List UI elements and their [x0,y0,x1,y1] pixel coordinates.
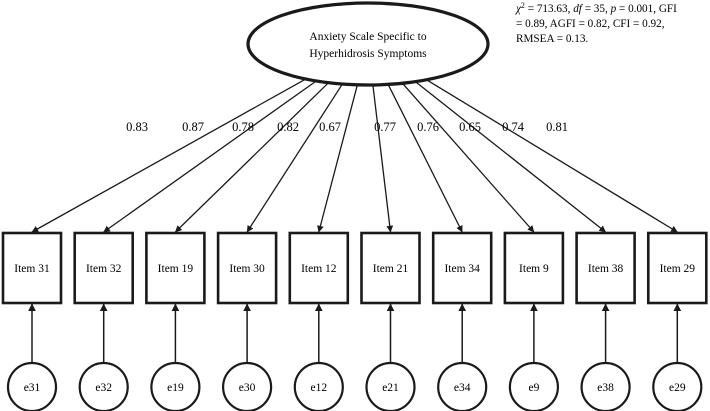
p-value-gfi: = 0.001, GFI [616,3,677,15]
error-circle-label-1: e31 [24,382,41,394]
item-box-3 [145,231,206,305]
loading-label-6: 0.77 [374,120,396,134]
error-circle-7 [437,361,488,411]
loading-label-10: 0.81 [546,120,568,134]
item-box-label-8: Item 9 [519,263,549,275]
error-circle-8 [508,361,559,411]
fit-statistics-block: χ2 = 713.63, df = 35, p = 0.001, GFI = 0… [515,1,677,45]
error-circle-3 [150,361,201,411]
chi-value: = 713.63, [525,3,573,15]
item-box-6 [360,231,421,305]
loading-path-4 [246,83,343,233]
loading-label-3: 0.78 [232,120,254,134]
error-circle-label-8: e9 [528,382,539,394]
loading-path-1 [31,78,307,233]
error-circle-9 [580,361,631,411]
chi-symbol: χ [515,3,522,15]
loading-label-8: 0.65 [459,120,481,134]
error-circle-10 [652,361,703,411]
error-circle-label-4: e30 [239,382,256,394]
item-box-label-6: Item 21 [373,263,409,275]
loading-labels-layer: 0.83 0.87 0.78 0.82 0.67 0.77 0.76 0.65 0.74 0.81 [126,120,568,134]
loading-label-9: 0.74 [502,120,525,134]
error-circle-label-7: e34 [454,382,471,394]
p-symbol: p [610,3,617,15]
error-circle-label-2: e32 [95,382,112,394]
latent-factor-label-line2: Hyperhidrosis Symptoms [309,48,427,60]
loading-label-1: 0.83 [126,120,148,134]
error-circle-label-3: e19 [167,382,184,394]
loading-paths-layer [31,78,678,233]
df-symbol: df [573,3,584,15]
fit-stat-line-2: = 0.89, AGFI = 0.82, CFI = 0.92, [516,18,665,30]
loading-path-7 [387,84,463,233]
error-circle-1 [6,361,58,411]
loading-path-9 [414,81,607,233]
item-box-label-10: Item 29 [660,263,696,275]
item-box-label-1: Item 31 [14,263,50,275]
chi-superscript: 2 [521,1,525,10]
loading-path-2 [103,80,317,233]
error-circle-label-9: e38 [597,382,614,394]
latent-factor-label-line1: Anxiety Scale Specific to [309,31,426,43]
fit-stat-line-3: RMSEA = 0.13. [516,33,588,45]
error-circle-label-5: e12 [310,382,327,394]
loading-label-2: 0.87 [182,120,204,134]
item-box-9 [575,231,636,305]
item-box-10 [646,231,708,305]
error-circle-2 [78,361,129,411]
item-box-label-5: Item 12 [301,263,337,275]
item-box-8 [503,231,565,305]
loading-path-3 [174,82,329,233]
error-terms-layer: e31 e32 e19 e30 e12 e21 e34 e9 e38 e29 [6,303,703,411]
loading-label-7: 0.76 [417,120,439,134]
item-box-label-2: Item 32 [86,263,122,275]
error-circle-label-10: e29 [669,382,686,394]
item-box-2 [73,231,134,305]
loading-path-5 [317,84,358,233]
df-value: = 35, [582,3,611,15]
loading-label-4: 0.82 [277,120,299,134]
loading-path-8 [401,82,535,233]
error-circle-label-6: e21 [382,382,399,394]
item-box-label-4: Item 30 [229,263,265,275]
latent-factor-ellipse [246,1,490,87]
fit-stat-line-1: χ2 = 713.63, df = 35, p = 0.001, GFI [515,1,677,15]
loading-label-5: 0.67 [319,120,341,134]
item-box-label-7: Item 34 [444,263,480,275]
item-box-4 [216,231,278,305]
item-box-1 [1,231,63,305]
error-circle-4 [222,361,273,411]
item-box-label-3: Item 19 [158,263,194,275]
item-boxes-layer: Item 31 Item 32 Item 19 Item 30 Item 12 Item … [1,231,708,305]
item-box-label-9: Item 38 [588,263,624,275]
error-circle-5 [293,361,344,411]
loading-path-6 [372,84,394,233]
loading-path-10 [426,79,678,233]
item-box-5 [288,231,350,305]
item-box-7 [431,231,493,305]
error-circle-6 [365,361,416,411]
